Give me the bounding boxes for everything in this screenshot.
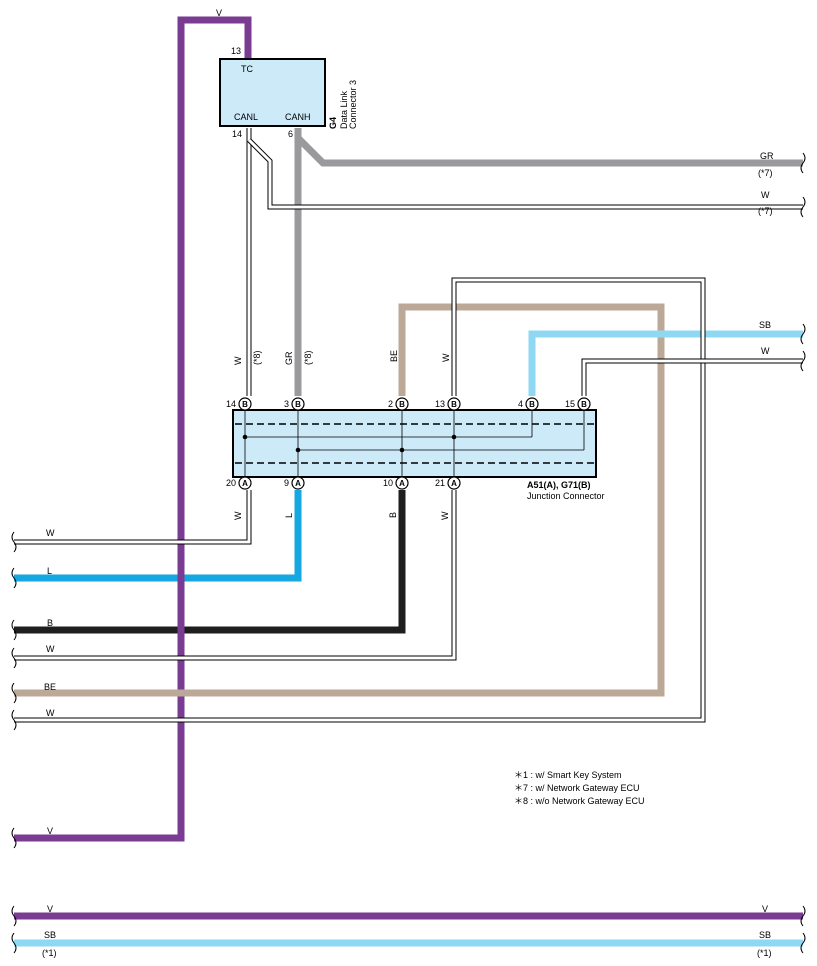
label-v-bottom-right: V bbox=[762, 904, 768, 914]
junction-desc: Junction Connector bbox=[527, 491, 605, 501]
pin-letter: B bbox=[399, 400, 405, 409]
note-7: ＊7 : w/ Network Gateway ECU bbox=[514, 783, 640, 793]
junction-pin: A 9 bbox=[284, 476, 305, 490]
dlc-pin-tc-num: 13 bbox=[231, 46, 241, 56]
pin-number: 21 bbox=[435, 478, 445, 488]
wire-sb bbox=[528, 330, 803, 396]
label-w-left2: W bbox=[46, 644, 55, 654]
label-w-right-note: (*7) bbox=[758, 206, 773, 216]
dlc-pin-canl-num: 14 bbox=[232, 129, 242, 139]
label-sb-right: SB bbox=[759, 320, 771, 330]
pin-letter: A bbox=[399, 479, 405, 488]
pin-number: 13 bbox=[435, 399, 445, 409]
label-w-low2: W bbox=[440, 511, 450, 520]
junction-pin: B 15 bbox=[565, 397, 591, 411]
label-w-right2: W bbox=[761, 346, 770, 356]
label-sb-bottom-left-note: (*1) bbox=[42, 948, 57, 958]
pin-letter: A bbox=[451, 479, 457, 488]
junction-pin: B 14 bbox=[226, 397, 252, 411]
pin-number: 2 bbox=[388, 399, 393, 409]
label-v-top: V bbox=[216, 8, 222, 18]
wire-b bbox=[14, 490, 406, 634]
pin-number: 10 bbox=[383, 478, 393, 488]
junction-name: A51(A), G71(B) bbox=[527, 480, 591, 490]
label-v-bottom-left: V bbox=[47, 904, 53, 914]
junction-pin: B 4 bbox=[518, 397, 539, 411]
pin-letter: B bbox=[529, 400, 535, 409]
wire-bottom bbox=[14, 912, 803, 947]
pin-number: 20 bbox=[226, 478, 236, 488]
label-v-left: V bbox=[47, 826, 53, 836]
junction-pin: A 21 bbox=[435, 476, 461, 490]
pin-number: 15 bbox=[565, 399, 575, 409]
pin-letter: B bbox=[581, 400, 587, 409]
junction-pin: B 3 bbox=[284, 397, 305, 411]
wire-v-main bbox=[14, 16, 252, 842]
pin-number: 9 bbox=[284, 478, 289, 488]
label-l-left: L bbox=[47, 566, 52, 576]
pin-number: 3 bbox=[284, 399, 289, 409]
dlc-name-line2: Connector 3 bbox=[348, 80, 358, 129]
label-gr-right-note: (*7) bbox=[758, 168, 773, 178]
wire-w bbox=[14, 128, 803, 723]
dlc-code: G4 bbox=[328, 117, 338, 129]
wire-gr bbox=[294, 128, 803, 396]
pin-letter: B bbox=[295, 400, 301, 409]
junction-bottom-pins: A 20 A 9 A 10 A 21 bbox=[226, 476, 461, 490]
label-w-vert1: W bbox=[233, 356, 243, 365]
dlc-box bbox=[219, 58, 326, 127]
label-sb-bottom-right-note: (*1) bbox=[757, 948, 772, 958]
wire-labels: V GR (*7) W (*7) W (*8) GR (*8) BE W SB … bbox=[42, 8, 774, 958]
junction-top-pins: B 14 B 3 B 2 B 13 B 4 B 15 bbox=[226, 397, 591, 411]
junction-pin: B 13 bbox=[435, 397, 461, 411]
label-w-left3: W bbox=[46, 708, 55, 718]
dlc-name-line1: Data Link bbox=[339, 90, 349, 129]
pin-number: 4 bbox=[518, 399, 523, 409]
pin-letter: B bbox=[451, 400, 457, 409]
junction-box bbox=[232, 409, 597, 478]
label-b-left: B bbox=[47, 618, 53, 628]
break-marks bbox=[11, 152, 806, 954]
label-be-vert: BE bbox=[389, 350, 399, 362]
note-1: ＊1 : w/ Smart Key System bbox=[514, 770, 622, 780]
pin-letter: B bbox=[242, 400, 248, 409]
pin-letter: A bbox=[295, 479, 301, 488]
label-gr-vert: GR bbox=[284, 351, 294, 365]
label-w-low1: W bbox=[233, 511, 243, 520]
label-sb-bottom-right: SB bbox=[759, 930, 771, 940]
junction-connector: A51(A), G71(B) Junction Connector bbox=[232, 409, 605, 501]
label-w-right: W bbox=[761, 190, 770, 200]
label-w-vert2: W bbox=[441, 353, 451, 362]
label-gr-vert-note: (*8) bbox=[303, 350, 313, 365]
wire-l bbox=[14, 490, 302, 582]
label-gr-right: GR bbox=[760, 151, 774, 161]
junction-pin: A 20 bbox=[226, 476, 252, 490]
pin-letter: A bbox=[242, 479, 248, 488]
pin-number: 14 bbox=[226, 399, 236, 409]
label-l-low: L bbox=[284, 513, 294, 518]
dlc-pin-canl-label: CANL bbox=[234, 112, 258, 122]
dlc-pin-canh-label: CANH bbox=[285, 112, 311, 122]
wire-be bbox=[14, 303, 665, 697]
label-sb-bottom-left: SB bbox=[44, 930, 56, 940]
notes: ＊1 : w/ Smart Key System ＊7 : w/ Network… bbox=[514, 770, 645, 806]
label-be-left: BE bbox=[44, 682, 56, 692]
label-w-vert1-note: (*8) bbox=[252, 350, 262, 365]
label-w-left1: W bbox=[46, 528, 55, 538]
junction-pin: B 2 bbox=[388, 397, 409, 411]
label-b-low: B bbox=[388, 512, 398, 518]
note-8: ＊8 : w/o Network Gateway ECU bbox=[514, 796, 645, 806]
junction-pin: A 10 bbox=[383, 476, 409, 490]
data-link-connector: TC 13 CANL CANH 14 6 G4 Data Link Connec… bbox=[219, 46, 358, 139]
dlc-pin-canh-num: 6 bbox=[288, 129, 293, 139]
dlc-pin-tc-label: TC bbox=[241, 64, 253, 74]
